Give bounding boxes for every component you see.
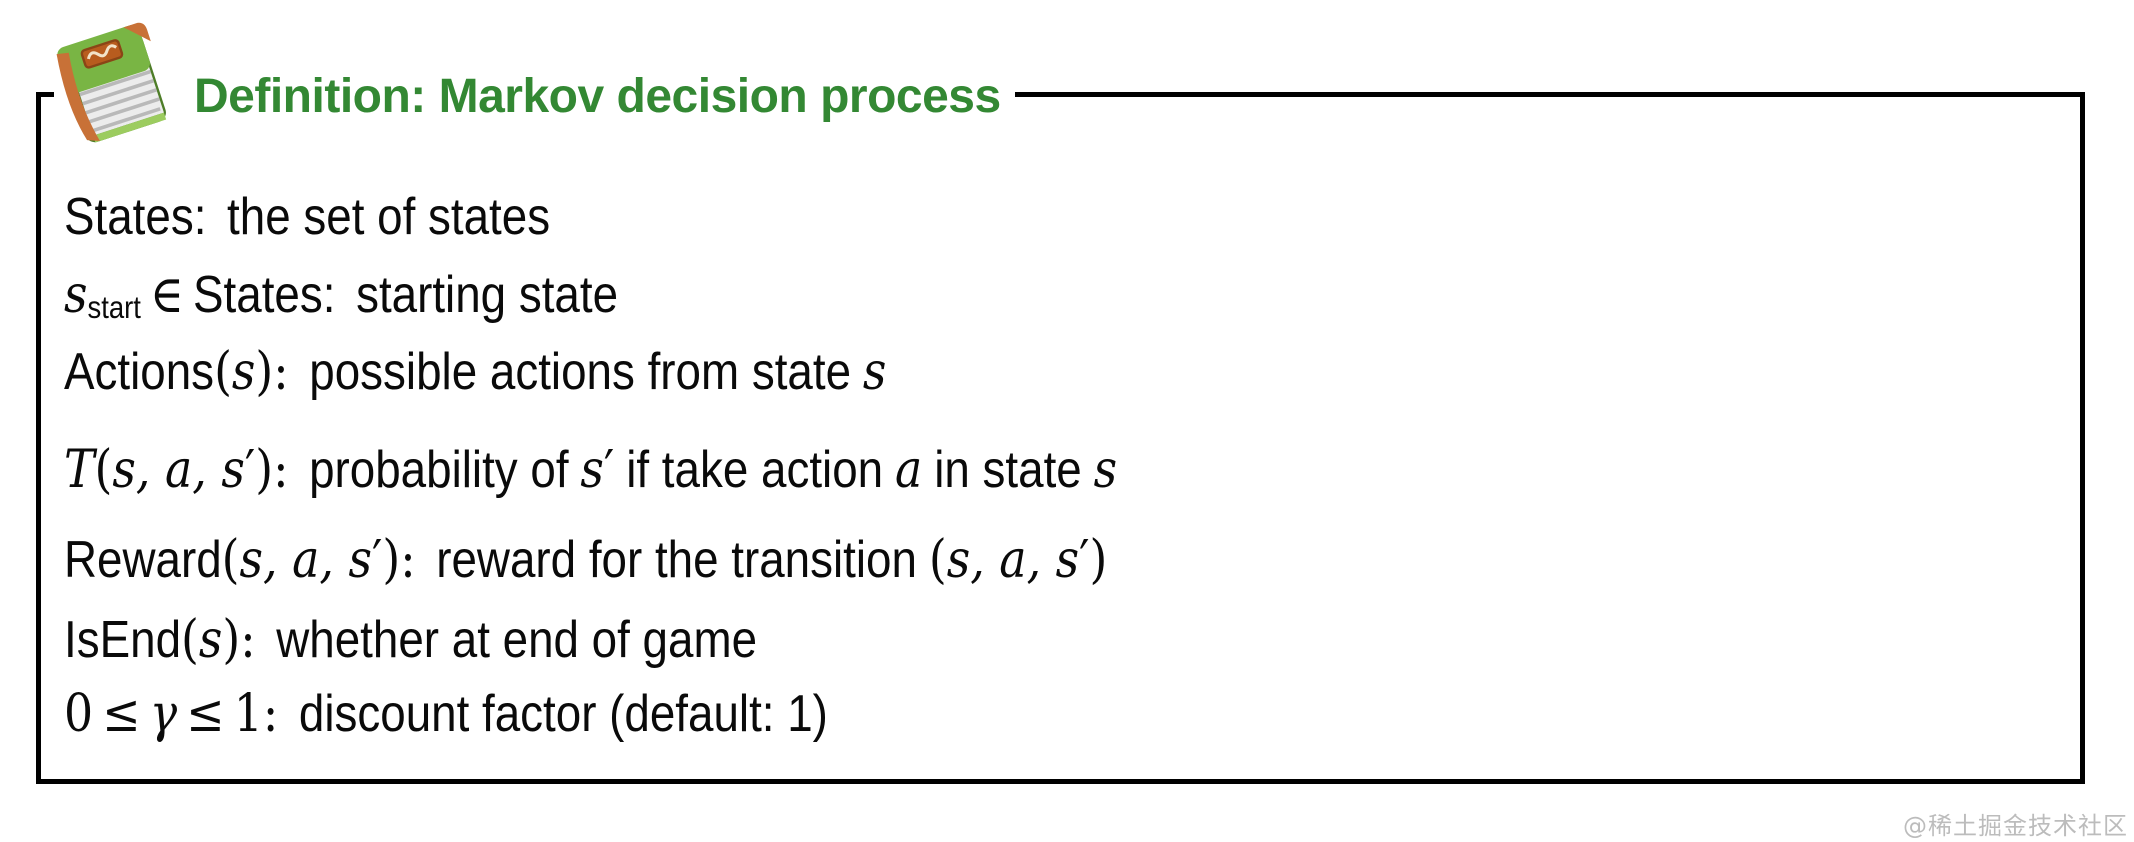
math-var: s <box>580 440 604 500</box>
text-run: if take action <box>626 441 884 499</box>
paren: ( <box>181 610 199 670</box>
math-vars: s, a, s <box>946 530 1080 590</box>
text-run: States: <box>193 266 336 324</box>
prime-symbol: ′ <box>603 440 615 500</box>
paren: ( <box>94 440 113 500</box>
prime-symbol: ′ <box>1079 530 1090 590</box>
paren: ( <box>214 342 232 402</box>
line-isend: IsEnd(s): whether at end of game <box>64 608 757 672</box>
text-run: starting state <box>356 266 619 324</box>
number: 0 <box>64 684 94 744</box>
definition-box <box>36 92 2085 784</box>
subscript: start <box>87 290 141 326</box>
math-var: s <box>1093 440 1118 500</box>
leq-symbol: ≤ <box>102 684 141 744</box>
text-run: in state <box>934 441 1082 499</box>
math-var: s <box>198 610 223 670</box>
math-vars: s, a, s <box>112 440 245 500</box>
line-discount: 0≤γ≤1:discount factor (default: 1) <box>64 682 828 746</box>
watermark: @稀土掘金技术社区 <box>1903 812 2128 840</box>
text-run: possible actions from state <box>309 343 852 401</box>
line-reward: Reward(s, a, s′):reward for the transiti… <box>64 528 1107 592</box>
text-run: whether at end of game <box>276 611 758 669</box>
paren: ( <box>221 530 240 590</box>
text-run: probability of <box>309 441 569 499</box>
number: 1: <box>233 684 279 744</box>
gamma-var: γ <box>149 684 178 744</box>
paren: ): <box>382 530 416 590</box>
element-of-symbol: ∈ <box>150 265 184 325</box>
text-run: reward for the transition <box>436 531 917 589</box>
text-run: Reward <box>64 531 222 589</box>
math-var: s <box>231 342 256 402</box>
book-icon <box>56 22 167 143</box>
line-states: States: the set of states <box>64 185 550 249</box>
math-var: s <box>64 265 88 325</box>
math-vars: s, a, s <box>239 530 372 590</box>
paren: ) <box>1089 530 1108 590</box>
math-var: a <box>895 440 923 500</box>
text-run: the set of states <box>227 188 551 246</box>
math-var: s <box>862 342 887 402</box>
paren: ): <box>255 440 289 500</box>
paren: ): <box>255 342 289 402</box>
leq-symbol: ≤ <box>186 684 225 744</box>
definition-title-bar: Definition: Markov decision process <box>54 14 1015 162</box>
prime-symbol: ′ <box>371 530 383 590</box>
text-run: Actions <box>64 343 215 401</box>
paren: ): <box>222 610 256 670</box>
line-start-state: sstart∈States: starting state <box>64 263 618 334</box>
book-spine <box>56 52 100 141</box>
text-run: discount factor (default: 1) <box>298 685 828 743</box>
text-run: IsEnd <box>64 611 182 669</box>
prime-symbol: ′ <box>244 440 256 500</box>
math-var: T <box>64 440 95 500</box>
paren: ( <box>928 530 947 590</box>
definition-title: Definition: Markov decision process <box>194 69 1001 123</box>
text-run: States: <box>64 188 207 246</box>
